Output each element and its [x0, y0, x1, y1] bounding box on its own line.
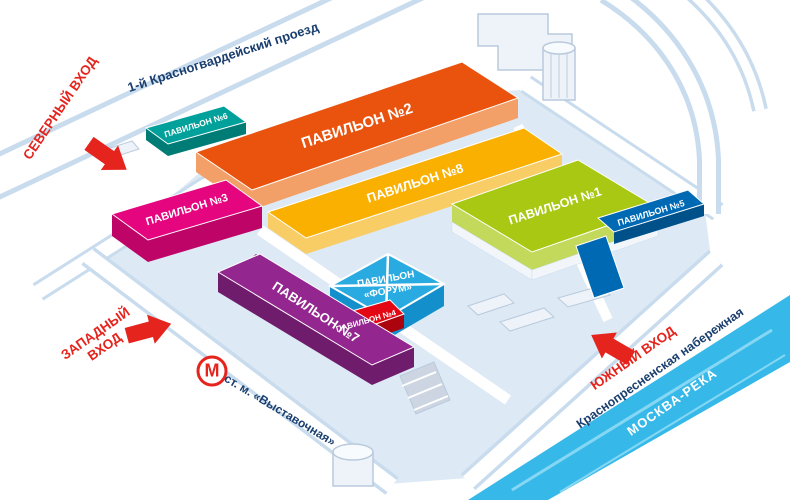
pavilion-7-side-end [372, 347, 414, 385]
building-south-1 [467, 293, 515, 316]
gas-tank-top [542, 41, 576, 55]
moskva-river [468, 295, 790, 500]
river-stripe-2 [559, 354, 786, 493]
pavilion-5-side-front [614, 204, 704, 244]
pavilion-7-side-front [218, 272, 372, 385]
pavilion-2-side-front [252, 98, 518, 210]
road-ramp-branch-surface [692, 0, 765, 111]
road-ramp-surface [605, 0, 716, 214]
pavilion-2-roof [194, 61, 520, 191]
metro-symbol: М [204, 360, 220, 381]
pavilion-6-side-front [168, 122, 246, 156]
pavilion-8-roof [266, 127, 564, 239]
river-stripe-1 [511, 328, 773, 492]
metro-icon: М [196, 355, 228, 387]
pavilion-7-roof [216, 253, 416, 366]
pavilion-7-annex-rib-2 [407, 383, 443, 399]
pavilion-6-roof [144, 105, 248, 145]
pavilion-6-side-left [146, 128, 168, 156]
building-south-2 [499, 307, 555, 332]
road-embankment-surface [462, 252, 722, 488]
south-entrance-arrow-icon [591, 332, 636, 365]
pavilion-7-annex-rib-3 [413, 395, 449, 411]
pavilion-5-roof [596, 189, 706, 233]
pavilion-7-annex-rib-1 [401, 371, 437, 387]
pavilion-3-roof [110, 179, 264, 241]
pavilion-5-gallery [575, 235, 625, 299]
pavilion-1-side-left [452, 204, 532, 270]
west-entrance-arrow-icon [124, 314, 172, 344]
pavilion-8-side-front [306, 154, 562, 254]
pavilion-8-side-left [268, 212, 306, 254]
pavilion-3-side-front [148, 206, 262, 262]
tank-south-top [332, 443, 374, 461]
pavilion-3-side-left [112, 214, 148, 262]
road-krasnogvardeysky-surface [0, 0, 413, 195]
north-entrance-arrow-icon [84, 136, 127, 171]
